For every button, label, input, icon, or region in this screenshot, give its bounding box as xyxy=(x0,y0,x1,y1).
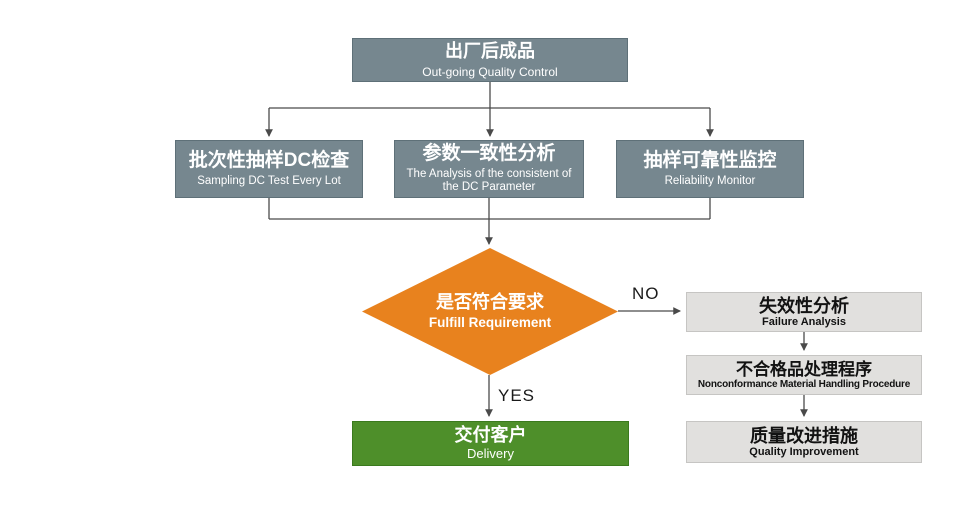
node-label-en: Failure Analysis xyxy=(762,316,846,329)
node-dc-parameter-analysis: 参数一致性分析 The Analysis of the consistent o… xyxy=(394,140,584,198)
node-fulfill-requirement-decision: 是否符合要求 Fulfill Requirement xyxy=(362,248,618,375)
node-label-zh: 交付客户 xyxy=(454,425,527,446)
node-label-en: Out-going Quality Control xyxy=(422,64,558,79)
decision-label-en: Fulfill Requirement xyxy=(428,315,552,331)
node-outgoing-quality-control: 出厂后成品 Out-going Quality Control xyxy=(352,38,628,82)
edge-label-yes: YES xyxy=(498,386,536,405)
node-label-en: Nonconformance Material Handling Procedu… xyxy=(697,379,911,391)
node-label-zh: 出厂后成品 xyxy=(445,41,535,61)
node-label-en: Quality Improvement xyxy=(749,446,859,459)
node-label-en: Delivery xyxy=(467,445,514,461)
node-label-zh: 质量改进措施 xyxy=(750,425,858,446)
node-label-en: Reliability Monitor xyxy=(664,174,756,187)
node-label-zh: 不合格品处理程序 xyxy=(736,359,872,379)
decision-diamond-shape xyxy=(362,248,618,375)
node-label-zh: 失效性分析 xyxy=(759,295,849,316)
node-quality-improvement: 质量改进措施 Quality Improvement xyxy=(686,421,922,463)
node-delivery: 交付客户 Delivery xyxy=(352,421,629,466)
node-label-zh: 参数一致性分析 xyxy=(422,142,556,164)
node-sampling-dc-test: 批次性抽样DC检查 Sampling DC Test Every Lot xyxy=(175,140,363,198)
node-label-en: Sampling DC Test Every Lot xyxy=(197,174,341,187)
node-nonconformance-handling: 不合格品处理程序 Nonconformance Material Handlin… xyxy=(686,355,922,395)
node-failure-analysis: 失效性分析 Failure Analysis xyxy=(686,292,922,332)
node-label-en: The Analysis of the consistent of the DC… xyxy=(406,167,572,194)
decision-label-zh: 是否符合要求 xyxy=(436,291,544,312)
node-reliability-monitor: 抽样可靠性监控 Reliability Monitor xyxy=(616,140,804,198)
node-label-zh: 抽样可靠性监控 xyxy=(643,149,777,171)
edge-label-no: NO xyxy=(632,284,660,303)
node-label-zh: 批次性抽样DC检查 xyxy=(188,149,350,171)
